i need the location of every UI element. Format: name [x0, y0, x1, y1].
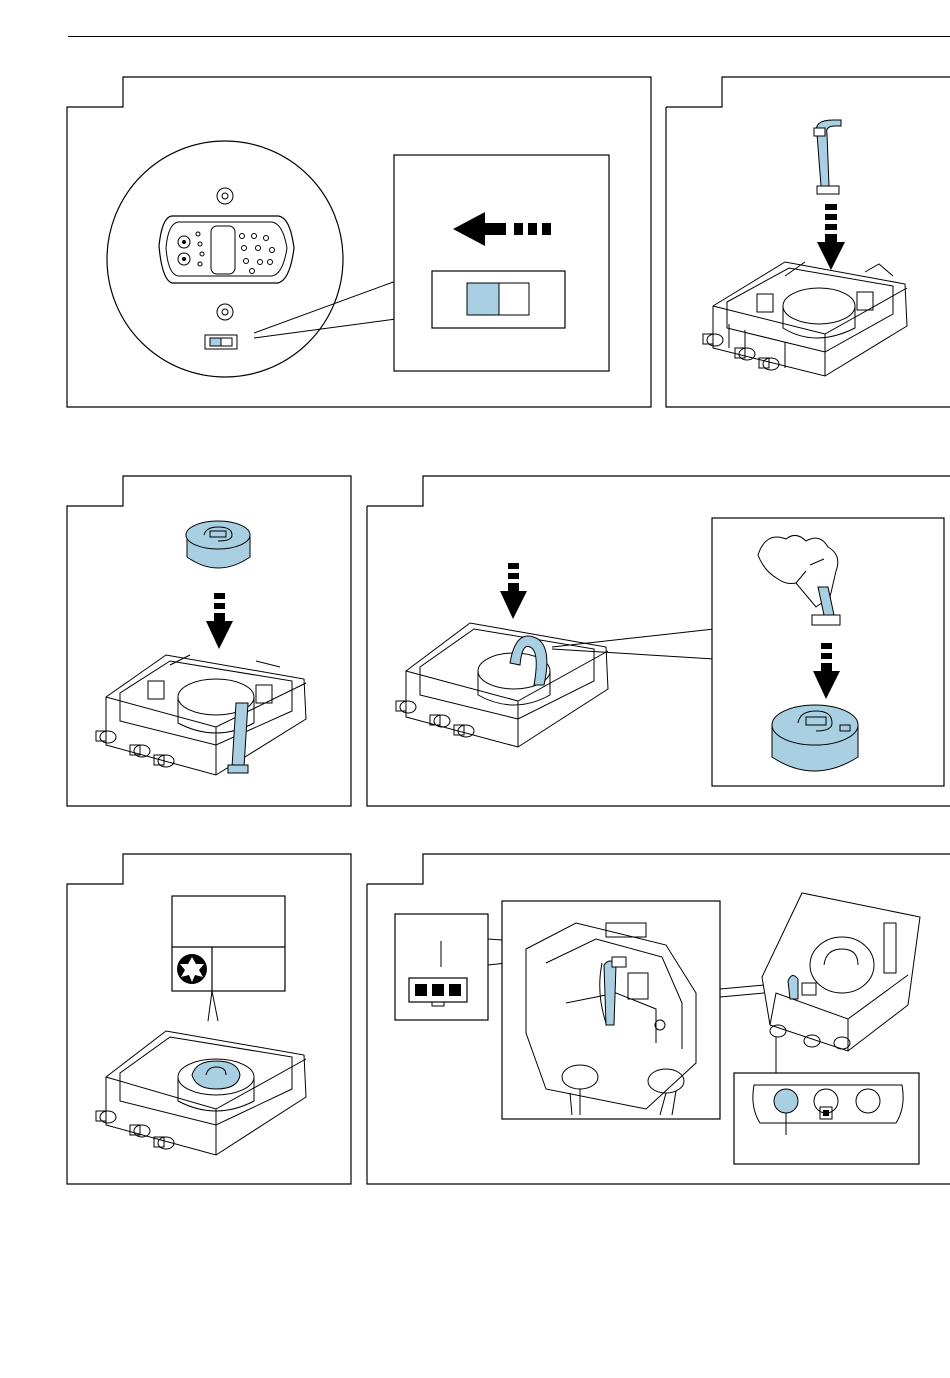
panel-insert-ribbon-cable [665, 76, 950, 408]
connector-3pin-detail [395, 914, 488, 1020]
panel-tighten-screws [66, 853, 352, 1185]
torx-icon [177, 954, 207, 984]
push-arrow-icon [500, 563, 527, 619]
panel-insert-module [66, 475, 352, 807]
push-arrow-icon [206, 593, 233, 649]
cable-gland-detail [734, 1073, 919, 1164]
transmitter-housing [396, 623, 608, 747]
header-rule [68, 36, 950, 37]
torque-info-box [172, 896, 285, 991]
electronics-module [192, 1061, 240, 1089]
transmitter-housing [762, 893, 920, 1051]
panel-connect-cable [366, 475, 950, 807]
dip-switch-zoom [394, 155, 609, 371]
transmitter-housing [96, 655, 306, 775]
transmitter-housing [703, 262, 907, 376]
transmitter-housing [96, 1031, 306, 1155]
electronics-module [186, 521, 250, 568]
push-arrow-icon [817, 204, 845, 270]
electronics-module [772, 705, 858, 771]
terminal-detail [502, 901, 720, 1119]
panel-cable-detail [366, 853, 950, 1185]
module-zoom [712, 518, 944, 786]
panel-dip-switch [66, 76, 652, 408]
ribbon-cable [814, 120, 841, 194]
